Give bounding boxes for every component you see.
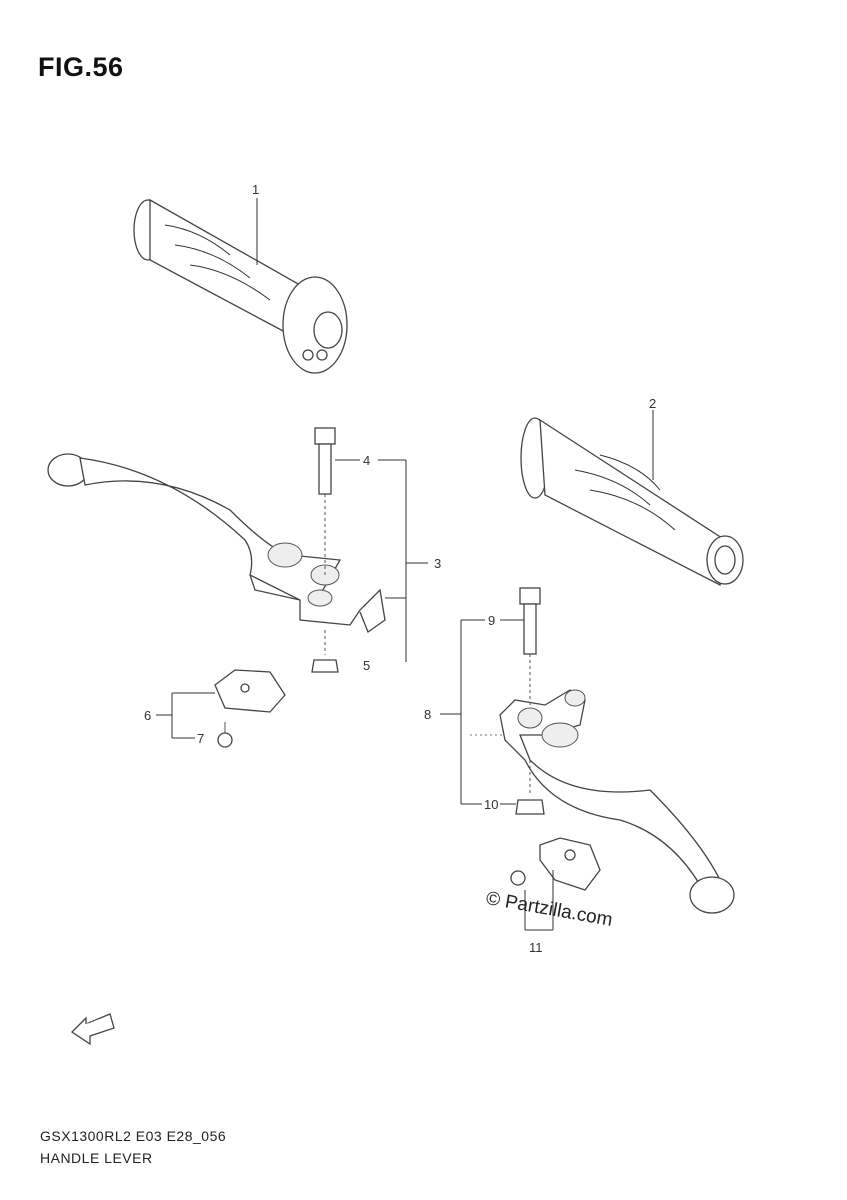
- lever-left[interactable]: [47, 453, 386, 634]
- grip-right[interactable]: [520, 417, 744, 587]
- figure-code: GSX1300RL2 E03 E28_056: [40, 1128, 227, 1144]
- callout-8: 8: [424, 707, 432, 722]
- screw-left[interactable]: [217, 722, 233, 748]
- pivot-bolt-left[interactable]: [314, 427, 336, 575]
- callout-9: 9: [488, 613, 496, 628]
- callout-5: 5: [363, 658, 371, 673]
- nut-right[interactable]: [515, 760, 545, 815]
- lever-right[interactable]: [470, 689, 735, 914]
- figure-title: FIG.56: [38, 52, 124, 82]
- callout-10: 10: [484, 797, 499, 812]
- callout-7: 7: [197, 731, 205, 746]
- callout-3: 3: [434, 556, 442, 571]
- leader-lines: [156, 198, 654, 931]
- nut-left[interactable]: [311, 630, 339, 673]
- fwd-arrow: [70, 1013, 115, 1046]
- pivot-bolt-right[interactable]: [519, 587, 541, 705]
- callout-11: 11: [529, 940, 543, 955]
- callout-6: 6: [144, 708, 152, 723]
- switch-left[interactable]: [214, 669, 286, 713]
- switch-right[interactable]: [510, 837, 601, 891]
- grip-left[interactable]: [133, 198, 348, 374]
- callout-4: 4: [363, 453, 371, 468]
- figure-caption: HANDLE LEVER: [40, 1150, 153, 1166]
- callout-2: 2: [649, 396, 657, 411]
- callout-1: 1: [252, 182, 260, 197]
